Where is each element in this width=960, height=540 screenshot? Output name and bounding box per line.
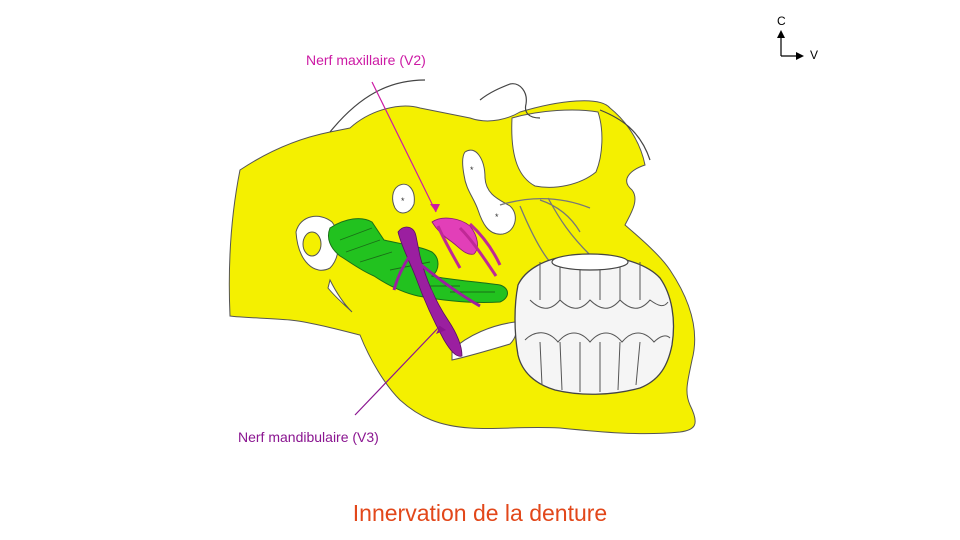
maxillary-nerve-label: Nerf maxillaire (V2) [306,52,426,68]
orientation-indicator [777,30,804,60]
dentition [514,253,675,395]
orientation-label-cranial: C [777,14,786,28]
slide-title: Innervation de la denture [352,500,608,526]
v3-pointer-line [354,325,441,416]
orientation-label-ventral: V [810,48,819,62]
foramen-mark-3: * [495,212,499,222]
facial-nerve-branches [499,197,591,263]
maxillary-nerve [431,217,478,255]
mandibular-condyle [302,231,322,257]
styloid-process [327,278,353,313]
v3-arrowhead [436,326,446,334]
mandibular-nerve-branch [392,249,481,345]
teeth-crown-outline [514,254,675,395]
v2-arrowhead [430,204,440,212]
foramen-mark-2: * [470,165,474,175]
mandibular-nerve-label: Nerf mandibulaire (V3) [238,429,379,445]
upper-arch-rim [551,253,629,271]
face-outline [329,79,651,161]
foramen-oval-upper [392,183,415,214]
maxillary-nerve-branches [436,222,502,277]
v2-pointer-line [371,81,437,213]
foramen-mark-1: * [401,196,405,206]
orbital-cavity [511,109,603,188]
foramen-oval-pterygo [462,149,516,235]
